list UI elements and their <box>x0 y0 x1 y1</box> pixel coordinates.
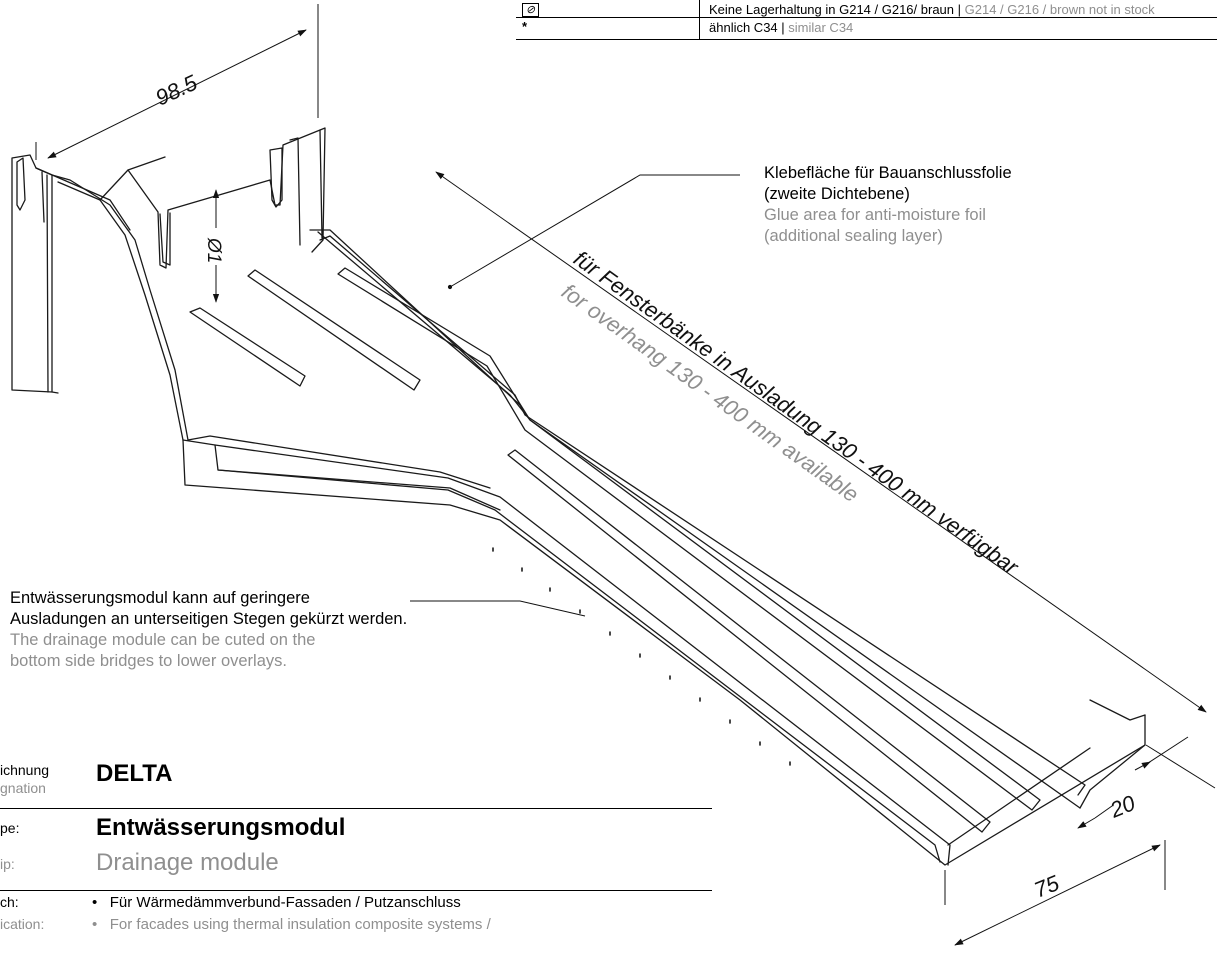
use-text-de: Für Wärmedämmverbund-Fassaden / Putzansc… <box>109 894 461 911</box>
dimension-length-label-en: for overhang 130 - 400 mm available <box>557 279 863 507</box>
table-separator: | <box>777 20 789 35</box>
use-label-de: ch: <box>0 894 19 910</box>
table-symbol-cell: * <box>522 19 528 34</box>
type-label-en: ip: <box>0 856 15 872</box>
table-text-en: G214 / G216 / brown not in stock <box>964 2 1155 17</box>
dimension-75-label: 75 <box>1031 870 1064 903</box>
dimension-20 <box>1077 736 1189 829</box>
dimension-98-5-label: 98.5 <box>152 69 202 110</box>
callout-drain-cut: Entwässerungsmodul kann auf geringere Au… <box>10 588 407 672</box>
cross-out-icon: ⊘ <box>522 3 539 17</box>
leader-glue-area <box>449 174 740 288</box>
material-notes-table: ⊘ Keine Lagerhaltung in G214 / G216/ bra… <box>516 0 1217 40</box>
type-label-de: pe: <box>0 820 20 836</box>
dimension-slot-height-label: Ø1 <box>203 237 224 263</box>
callout-glue-de-2: (zweite Dichtebene) <box>764 185 910 203</box>
use-bullet-en: • For facades using thermal insulation c… <box>92 916 491 933</box>
use-text-en: For facades using thermal insulation com… <box>109 916 491 933</box>
dimension-length <box>435 171 1216 789</box>
table-text-en: similar C34 <box>788 20 854 35</box>
callout-glue-area: Klebefläche für Bauanschlussfolie (zweit… <box>764 163 1012 247</box>
use-label-en: ication: <box>0 916 45 932</box>
table-symbol-cell: ⊘ <box>522 1 539 17</box>
dimension-75 <box>944 840 1166 946</box>
dimension-98-5 <box>35 4 319 160</box>
table-text-de: Keine Lagerhaltung in G214 / G216/ braun <box>709 2 955 17</box>
designation-value: DELTA <box>96 760 173 787</box>
table-text-cell: Keine Lagerhaltung in G214 / G216/ braun… <box>709 2 1155 17</box>
dimension-length-label-de: für Fensterbänke in Ausladung 130 - 400 … <box>569 246 1024 581</box>
designation-label-de: ichnung <box>0 762 50 778</box>
dimension-20-label: 20 <box>1106 790 1140 823</box>
leader-dot <box>447 284 453 290</box>
product-type-de: Entwässerungsmodul <box>96 814 346 841</box>
designation-label-en: gnation <box>0 780 46 796</box>
table-text-cell: ähnlich C34 | similar C34 <box>709 20 853 35</box>
leader-drain-cut <box>410 600 586 617</box>
callout-glue-en-2: (additional sealing layer) <box>764 227 943 245</box>
use-bullet-de: • Für Wärmedämmverbund-Fassaden / Putzan… <box>92 894 461 911</box>
callout-glue-de-1: Klebefläche für Bauanschlussfolie <box>764 164 1012 182</box>
callout-drain-de-2: Ausladungen an unterseitigen Stegen gekü… <box>10 610 408 628</box>
table-text-de: ähnlich C34 <box>709 20 778 35</box>
callout-drain-en-2: bottom side bridges to lower overlays. <box>10 652 287 670</box>
table-row: ⊘ Keine Lagerhaltung in G214 / G216/ bra… <box>516 0 1217 18</box>
module-back-wall <box>11 127 326 441</box>
callout-drain-en-1: The drainage module can be cuted on the <box>10 631 316 649</box>
product-type-en: Drainage module <box>96 849 279 876</box>
callout-glue-en-1: Glue area for anti-moisture foil <box>764 206 986 224</box>
table-separator: | <box>954 2 965 17</box>
table-row: * ähnlich C34 | similar C34 <box>516 18 1217 40</box>
callout-drain-de-1: Entwässerungsmodul kann auf geringere <box>10 589 310 607</box>
